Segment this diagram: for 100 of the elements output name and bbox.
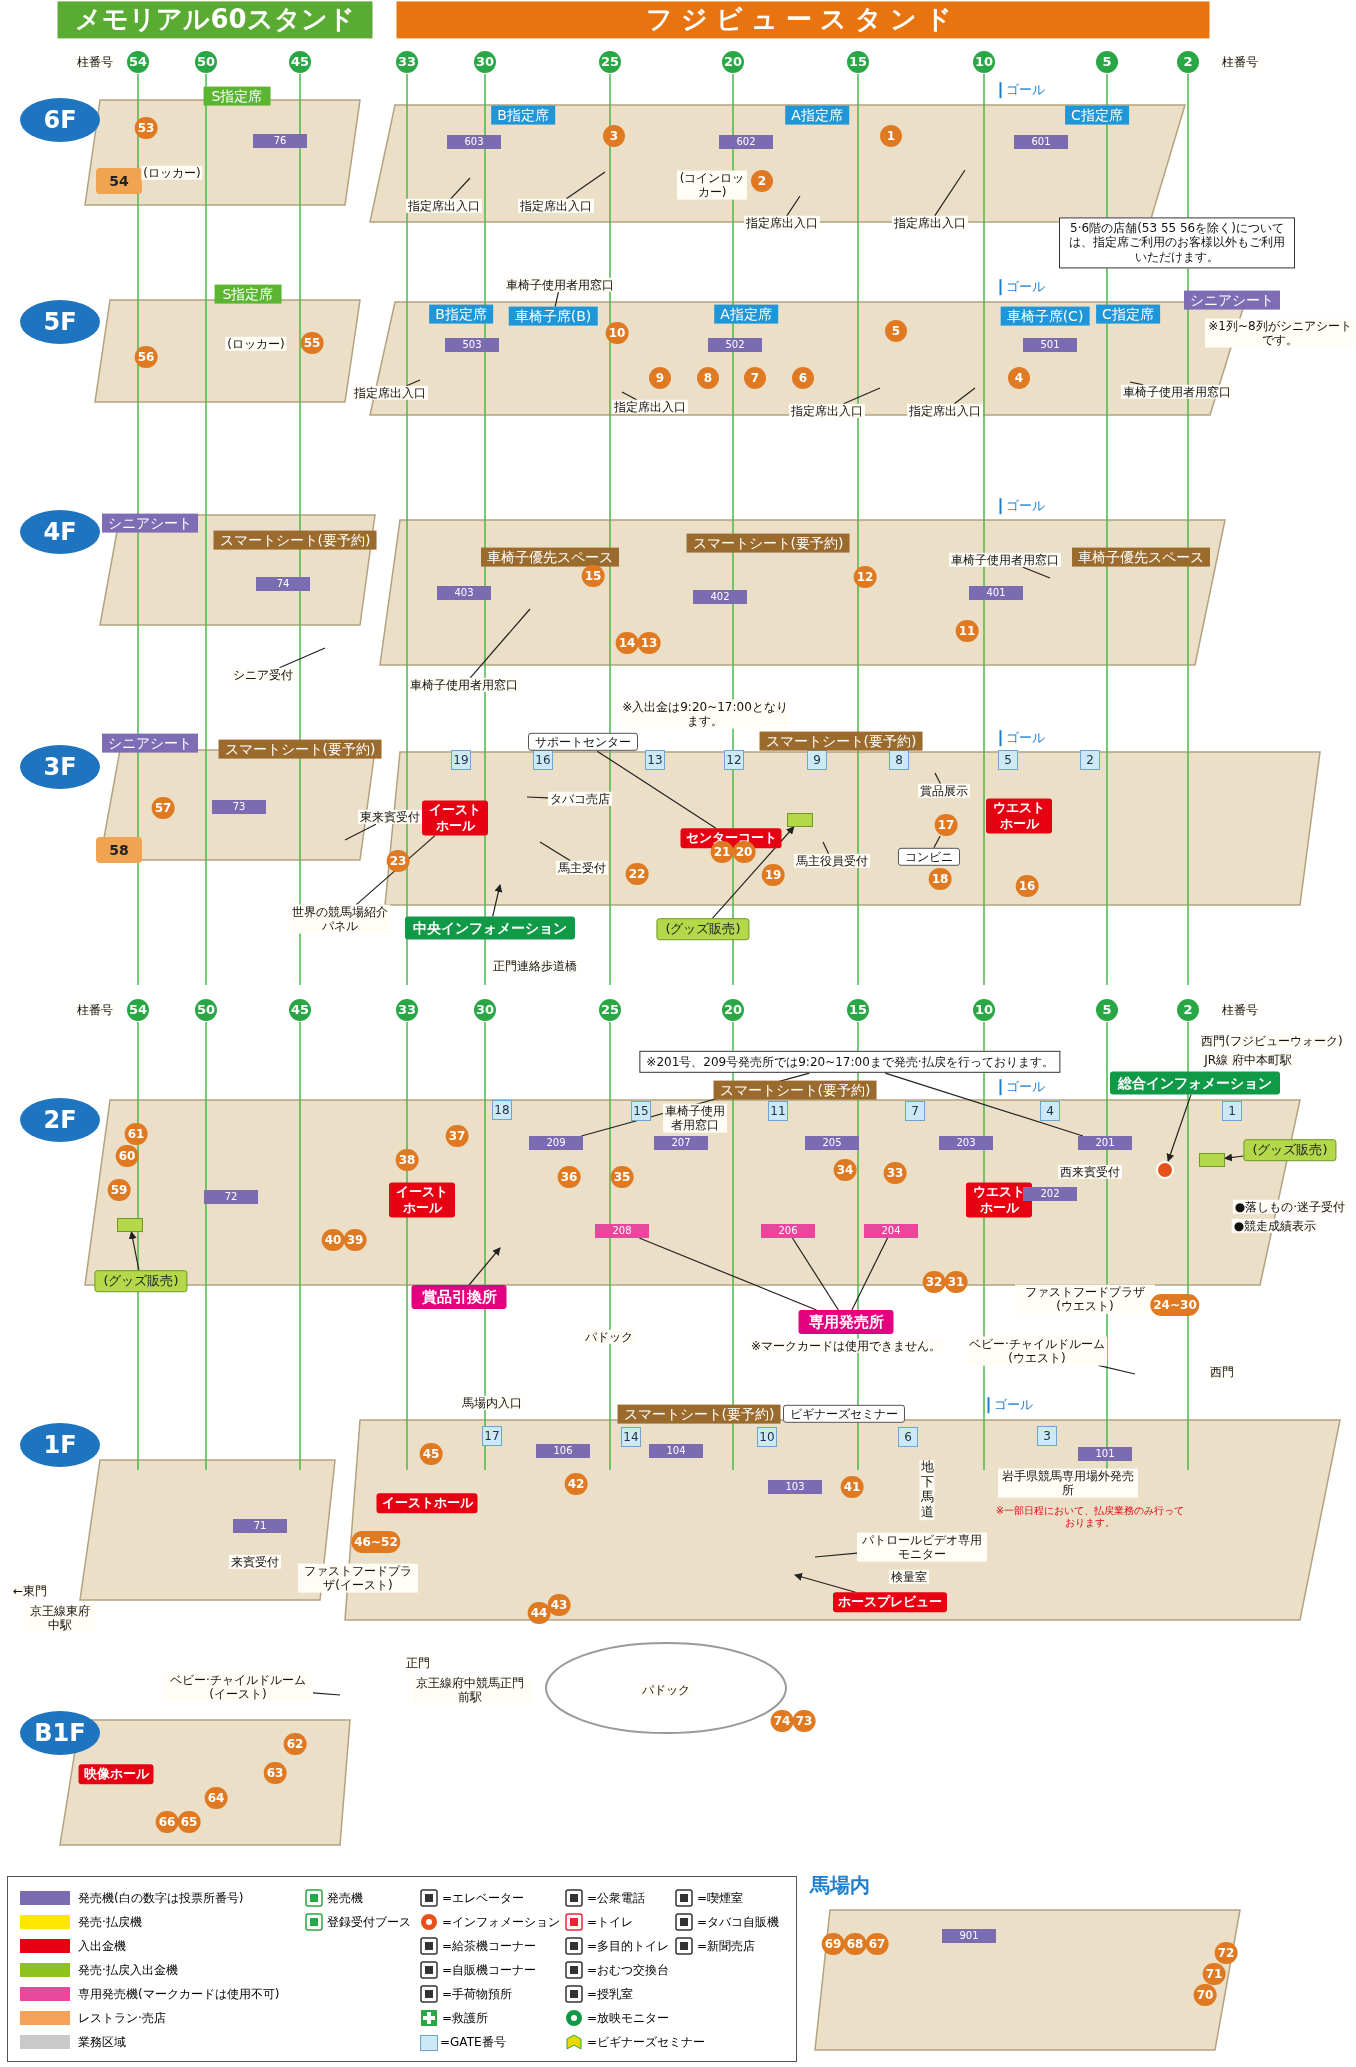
shop-number: 31: [944, 1271, 968, 1293]
shop-label: (グッズ販売): [656, 918, 750, 940]
information-label: 総合インフォメーション: [1110, 1071, 1280, 1095]
legend-text: =放映モニター: [587, 2010, 670, 2027]
pillar-number: 33: [396, 51, 418, 73]
shop-number: 58: [96, 837, 142, 863]
legend-text: 専用発売機(マークカードは使用不可): [78, 1986, 280, 2003]
place-label: ※入出金は9:20~17:00となります。: [620, 699, 790, 729]
leader-line: [355, 835, 436, 906]
pillar-number: 50: [195, 51, 217, 73]
place-label-box: サポートセンター: [528, 732, 638, 752]
leader-line: [933, 835, 941, 849]
leader-line: [638, 1237, 818, 1311]
place-label: 西門(フジビューウォーク): [1199, 1033, 1345, 1049]
ticket-machine-bar: 207: [654, 1136, 708, 1150]
pillar-number: 45: [289, 999, 311, 1021]
ticket-machine-bar: 76: [253, 134, 307, 148]
gate-number: 13: [645, 750, 665, 770]
ticket-machine-bar: 104: [649, 1444, 703, 1458]
place-label: ファストフードプラザ(イースト): [298, 1563, 418, 1593]
place-label: ベビー·チャイルドルーム(ウエスト): [967, 1336, 1107, 1366]
floor-badge: 1F: [20, 1423, 100, 1467]
legend-text: =救護所: [442, 2010, 489, 2027]
leader-line: [786, 195, 801, 217]
ticket-machine-bar: 602: [719, 135, 773, 149]
seat-area-tag: S指定席: [214, 284, 282, 304]
place-label: パドック: [583, 1329, 635, 1345]
hall-label: ウエストホール: [966, 1182, 1032, 1218]
hall-label: ホースプレビュー: [833, 1592, 947, 1612]
leader-line: [406, 379, 421, 387]
place-label: 車椅子使用者用窓口: [408, 677, 520, 693]
place-label: 西来賓受付: [1058, 1164, 1122, 1180]
legend-text: 発売機(白の数字は投票所番号): [78, 1890, 244, 1907]
place-label: ←東門: [10, 1583, 50, 1599]
shop-number: 69: [821, 1933, 845, 1955]
ticket-machine-bar: 208: [595, 1224, 649, 1238]
gate-number: 3: [1037, 1426, 1057, 1446]
seat-area-tag: スマートシート(要予約): [713, 1080, 877, 1100]
ticket-machine-bar: 103: [768, 1480, 822, 1494]
place-label: 車椅子使用者用窓口: [949, 552, 1061, 568]
leader-line: [539, 841, 571, 862]
floor-badge: 2F: [20, 1098, 100, 1142]
ticket-machine-bar: 74: [256, 577, 310, 591]
leader-line: [1022, 566, 1051, 579]
place-label: (ロッカー): [141, 165, 203, 181]
seat-area-tag: C指定席: [1065, 105, 1129, 125]
legend-text: =おむつ交換台: [587, 1962, 670, 1979]
place-label: タバコ売店: [548, 791, 612, 807]
leader-line: [843, 387, 881, 405]
place-label: (コインロッカー): [677, 170, 747, 200]
ticket-machine-bar: 101: [1078, 1447, 1132, 1461]
shop-block: [787, 813, 813, 827]
pillar-number: 54: [127, 999, 149, 1021]
place-label: ベビー·チャイルドルーム(イースト): [163, 1672, 313, 1702]
leader-line: [791, 1237, 839, 1311]
seat-area-tag: B指定席: [491, 105, 555, 125]
legend-text: =自販機コーナー: [442, 1962, 537, 1979]
place-label: 指定席出入口: [744, 215, 820, 231]
shop-number: 54: [96, 168, 142, 194]
shop-number: 73: [792, 1710, 816, 1732]
place-label-box: ビギナーズセミナー: [783, 1404, 905, 1424]
ticket-machine-bar: 206: [761, 1224, 815, 1238]
leader-line: [554, 291, 559, 308]
place-label: 馬主受付: [556, 860, 608, 876]
leader-line: [469, 608, 531, 679]
information-label: 中央インフォメーション: [405, 916, 575, 940]
ticket-machine-bar: 601: [1014, 135, 1068, 149]
pillar-number: 10: [973, 51, 995, 73]
legend-text: =トイレ: [587, 1914, 634, 1931]
place-label: 京王線東府中駅: [25, 1603, 95, 1633]
leader-line: [814, 1552, 858, 1558]
place-label: 馬主役員受付: [794, 853, 870, 869]
pillar-number: 20: [722, 999, 744, 1021]
pillar-number: 50: [195, 999, 217, 1021]
seat-area-tag: S指定席: [203, 86, 271, 106]
leader-line: [128, 1231, 140, 1271]
place-label: 地下馬道: [919, 1460, 935, 1520]
pillar-number: 45: [289, 51, 311, 73]
leader-line: [1224, 1153, 1244, 1162]
floor-badge: 5F: [20, 300, 100, 344]
place-label: 賞品展示: [918, 783, 970, 799]
place-label: ファストフードプラザ(ウエスト): [1015, 1284, 1155, 1314]
note-text: ※一部日程において、払戻業務のみ行っております。: [995, 1505, 1185, 1529]
seat-area-tag: 車椅子席(B): [508, 306, 598, 326]
legend-text: =授乳室: [587, 1986, 634, 2003]
floor-badge: 6F: [20, 98, 100, 142]
seat-area-tag: シニアシート: [102, 733, 198, 753]
leader-line: [712, 826, 795, 919]
place-label-box: コンビニ: [898, 847, 960, 867]
ticket-machine-bar: 73: [212, 800, 266, 814]
legend-text: =インフォメーション: [442, 1914, 561, 1931]
seat-area-tag: A指定席: [785, 105, 849, 125]
place-label: 指定席出入口: [612, 399, 688, 415]
gate-number: 5: [998, 750, 1018, 770]
gate-number: 10: [757, 1427, 777, 1447]
note-box: ※201号、209号発売所では9:20~17:00まで発売·払戻を行っております。: [639, 1050, 1061, 1074]
pillar-number: 5: [1096, 51, 1118, 73]
gate-number: 6: [898, 1427, 918, 1447]
place-label: 指定席出入口: [907, 403, 983, 419]
shop-label: (グッズ販売): [1243, 1139, 1337, 1161]
